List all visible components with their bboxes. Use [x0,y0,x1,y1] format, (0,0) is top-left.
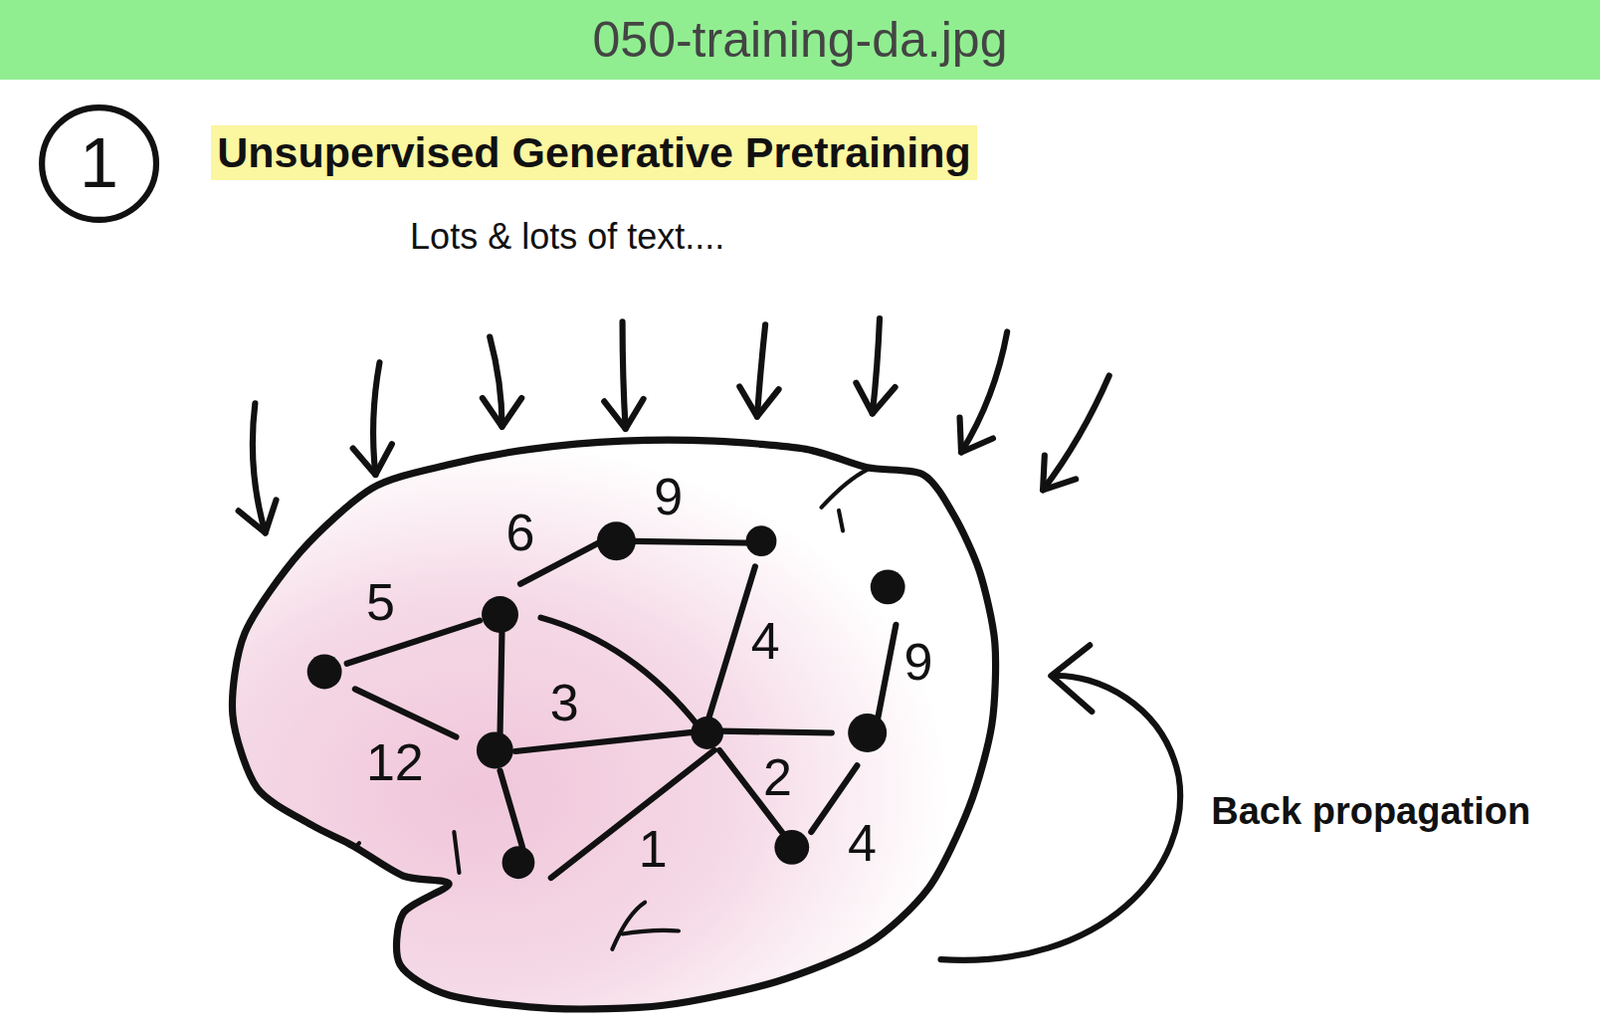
edge-weight: 6 [506,506,536,559]
file-banner: 050-training-da.jpg [0,0,1600,80]
network-neuron [746,525,778,557]
network-link [706,730,832,733]
input-arrow-head [1042,455,1076,491]
input-arrow-head [960,417,994,453]
network-neuron [597,521,636,561]
input-arrow [1042,376,1110,491]
subtitle: Lots & lots of text.... [409,218,725,255]
input-arrow-shaft [961,331,1007,452]
step-circle: 1 [36,102,162,225]
edge-weight: 12 [366,736,424,789]
brain-fold [611,902,645,950]
input-arrow-head [238,499,277,533]
input-arrow-shaft [1042,376,1110,491]
network-neuron [481,596,519,633]
edge-weight: 9 [653,470,683,523]
network-link [615,541,762,544]
network-link [355,688,457,737]
input-arrow-shaft [622,321,626,429]
network-link [706,566,756,727]
network-neuron [870,569,906,604]
input-arrow-shaft [373,362,380,475]
input-arrow-head [739,386,779,416]
edge-weight: 2 [763,751,793,803]
edge-weight: 5 [366,576,396,628]
network-neuron [847,713,887,753]
network-link [515,730,707,752]
input-arrow-head [855,383,895,414]
brain-fold [453,831,459,873]
network-neuron [307,654,343,690]
input-arrow [739,324,779,416]
network-neuron [476,731,514,769]
input-arrow [353,362,393,475]
input-arrow-head [603,399,643,429]
input-arrow-head [482,398,522,427]
input-arrow [482,337,522,427]
network-link [551,750,715,878]
input-arrow-shaft [872,318,880,413]
edge-weight: 4 [751,614,781,667]
circle-outline-shape [41,107,157,220]
edge-weight: 1 [638,822,668,875]
brain-fold [622,930,679,935]
input-arrow [238,402,277,533]
brain-fold [838,510,843,532]
edge-weight: 3 [550,676,580,729]
process-label: Back propagation [1210,792,1531,830]
edge-weight: 4 [847,816,877,869]
input-arrow-shaft [252,402,266,533]
feedback-arrow [941,675,1182,961]
network-neuron [502,845,536,879]
network-link [877,624,896,720]
step-number: 1 [79,128,119,199]
input-arrow-head [353,443,393,475]
file-name: 050-training-da.jpg [593,14,1008,65]
edge-weight: 9 [903,635,933,688]
brain-outline [231,439,996,1009]
title: Unsupervised Generative Pretraining [210,125,978,181]
feedback-arrow-head [1050,644,1092,712]
input-arrow [603,321,643,429]
input-arrow-shaft [757,324,766,416]
network-neuron [774,829,809,865]
network-link [500,627,503,736]
network-neuron [690,716,724,750]
brain-fold [821,469,868,508]
network-link [500,770,524,847]
input-arrow [855,318,895,413]
input-arrow [960,331,1008,452]
brain-fold [343,838,360,847]
